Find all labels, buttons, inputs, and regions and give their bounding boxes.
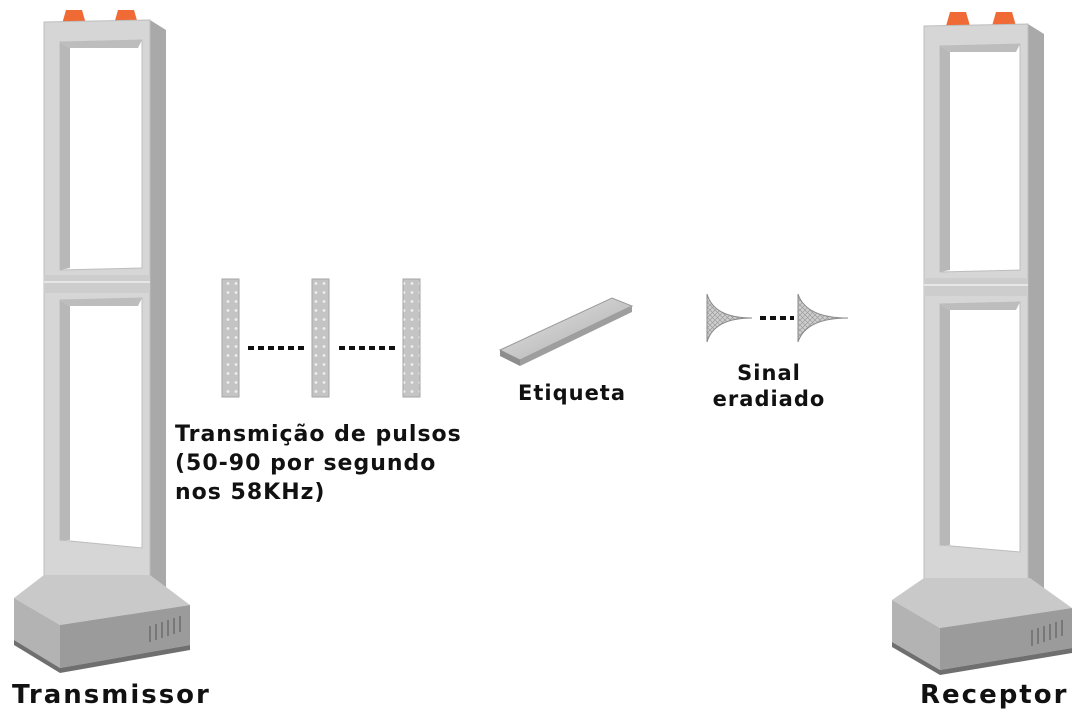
receiver-cap-left	[946, 12, 970, 26]
pulse-bar	[311, 278, 330, 398]
receiver-cap-right	[992, 12, 1016, 26]
pulse-bar	[402, 278, 421, 398]
transmitter-base-front	[14, 598, 60, 668]
transmitter-frame	[43, 19, 151, 596]
transmitter-label: Transmissor	[12, 680, 211, 710]
radiated-signal-icon	[706, 293, 849, 343]
receiver-frame	[923, 23, 1029, 599]
radiated-signal-label: Sinal eradiado	[712, 361, 826, 411]
signal-wave	[706, 293, 753, 343]
pulse-transmission-label: Transmição de pulsos (50-90 por segundo …	[175, 422, 462, 505]
tag-label-icon	[498, 297, 634, 366]
transmitter-gate	[14, 10, 190, 673]
transmitter-cap-left	[62, 10, 86, 24]
receiver-label: Receptor	[920, 680, 1069, 710]
pulse-bar	[221, 278, 240, 398]
transmitter-base-top	[14, 575, 190, 625]
tag-label: Etiqueta	[518, 381, 627, 405]
receiver-base-top	[892, 578, 1072, 628]
pulse-train	[221, 278, 421, 398]
signal-wave	[797, 293, 849, 343]
receiver-gate	[892, 12, 1072, 675]
receiver-base-front	[892, 600, 940, 670]
